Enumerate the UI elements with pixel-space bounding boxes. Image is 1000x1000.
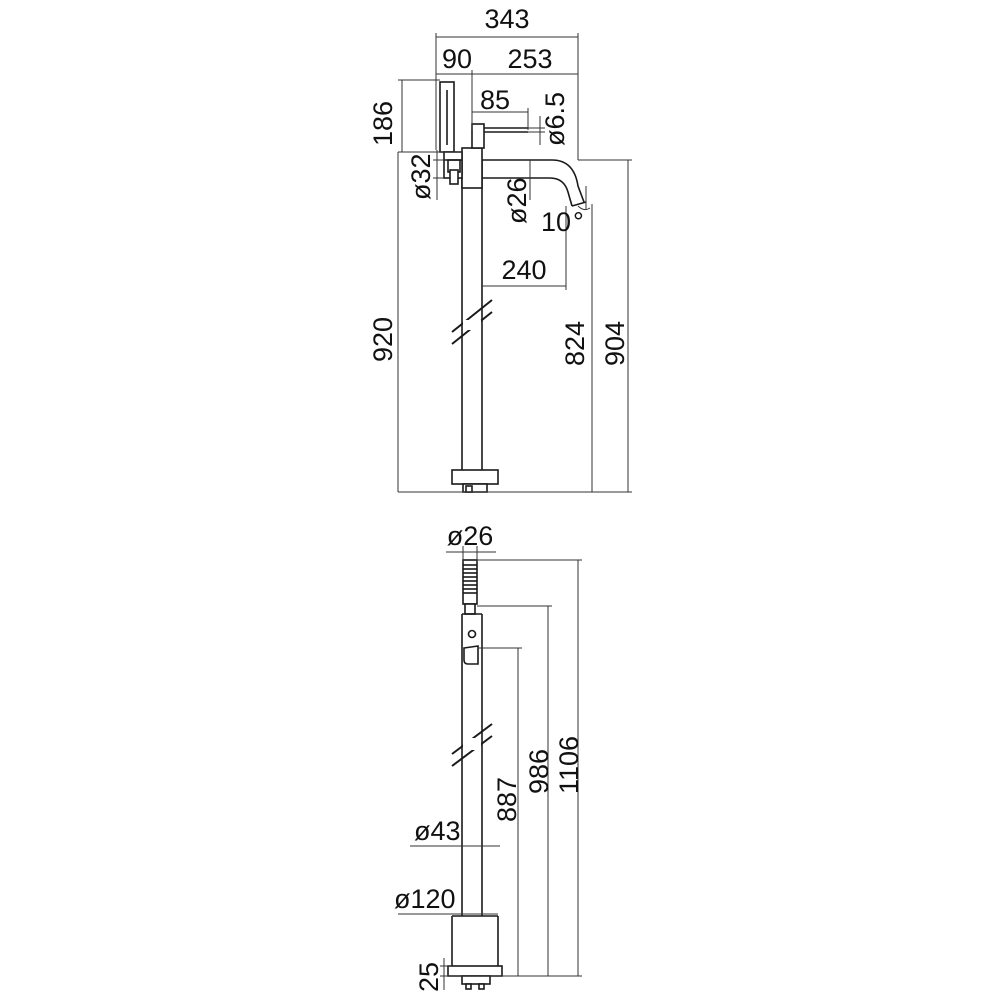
grip-lines [463,564,477,594]
front-elevation-view: ø26 1106 986 887 ø43 ø120 25 [394,521,584,992]
front-dimension-labels: ø26 1106 986 887 ø43 ø120 25 [394,521,584,992]
dim-186-label: 186 [368,101,398,146]
dim-1106-label: 1106 [554,736,584,794]
dim-253-label: 253 [507,44,552,74]
dim-90-label: 90 [442,44,472,74]
dim-d43-label: ø43 [414,816,461,846]
dim-d6_5-label: ø6.5 [540,92,570,146]
break-symbol-front [451,723,493,767]
dim-d26-hand-shower-label: ø26 [447,521,494,551]
dim-25-label: 25 [414,962,444,992]
dim-d26-spout-label: ø26 [502,177,532,224]
degree-symbol: ° [573,207,584,237]
dim-824-label: 824 [560,321,590,366]
dim-904-label: 904 [600,321,630,366]
dim-10deg-label: 10 [541,207,571,237]
faucet-side-outline [439,81,587,493]
dim-85-label: 85 [480,85,510,115]
dim-240-label: 240 [501,255,546,285]
front-dimension-lines [398,546,582,990]
dim-343-label: 343 [484,4,529,34]
faucet-front-outline [447,559,503,990]
dim-d32-label: ø32 [406,153,436,200]
side-dimension-labels: 343 90 253 85 ø6.5 186 ø32 ø26 10 ° 240 … [368,4,630,366]
side-elevation-view: 343 90 253 85 ø6.5 186 ø32 ø26 10 ° 240 … [368,4,632,493]
dim-986-label: 986 [524,749,554,794]
dim-887-label: 887 [492,777,522,822]
dim-d120-label: ø120 [394,884,456,914]
side-dimension-lines [397,33,632,493]
dim-920-label: 920 [368,317,398,362]
break-symbol [451,299,493,345]
